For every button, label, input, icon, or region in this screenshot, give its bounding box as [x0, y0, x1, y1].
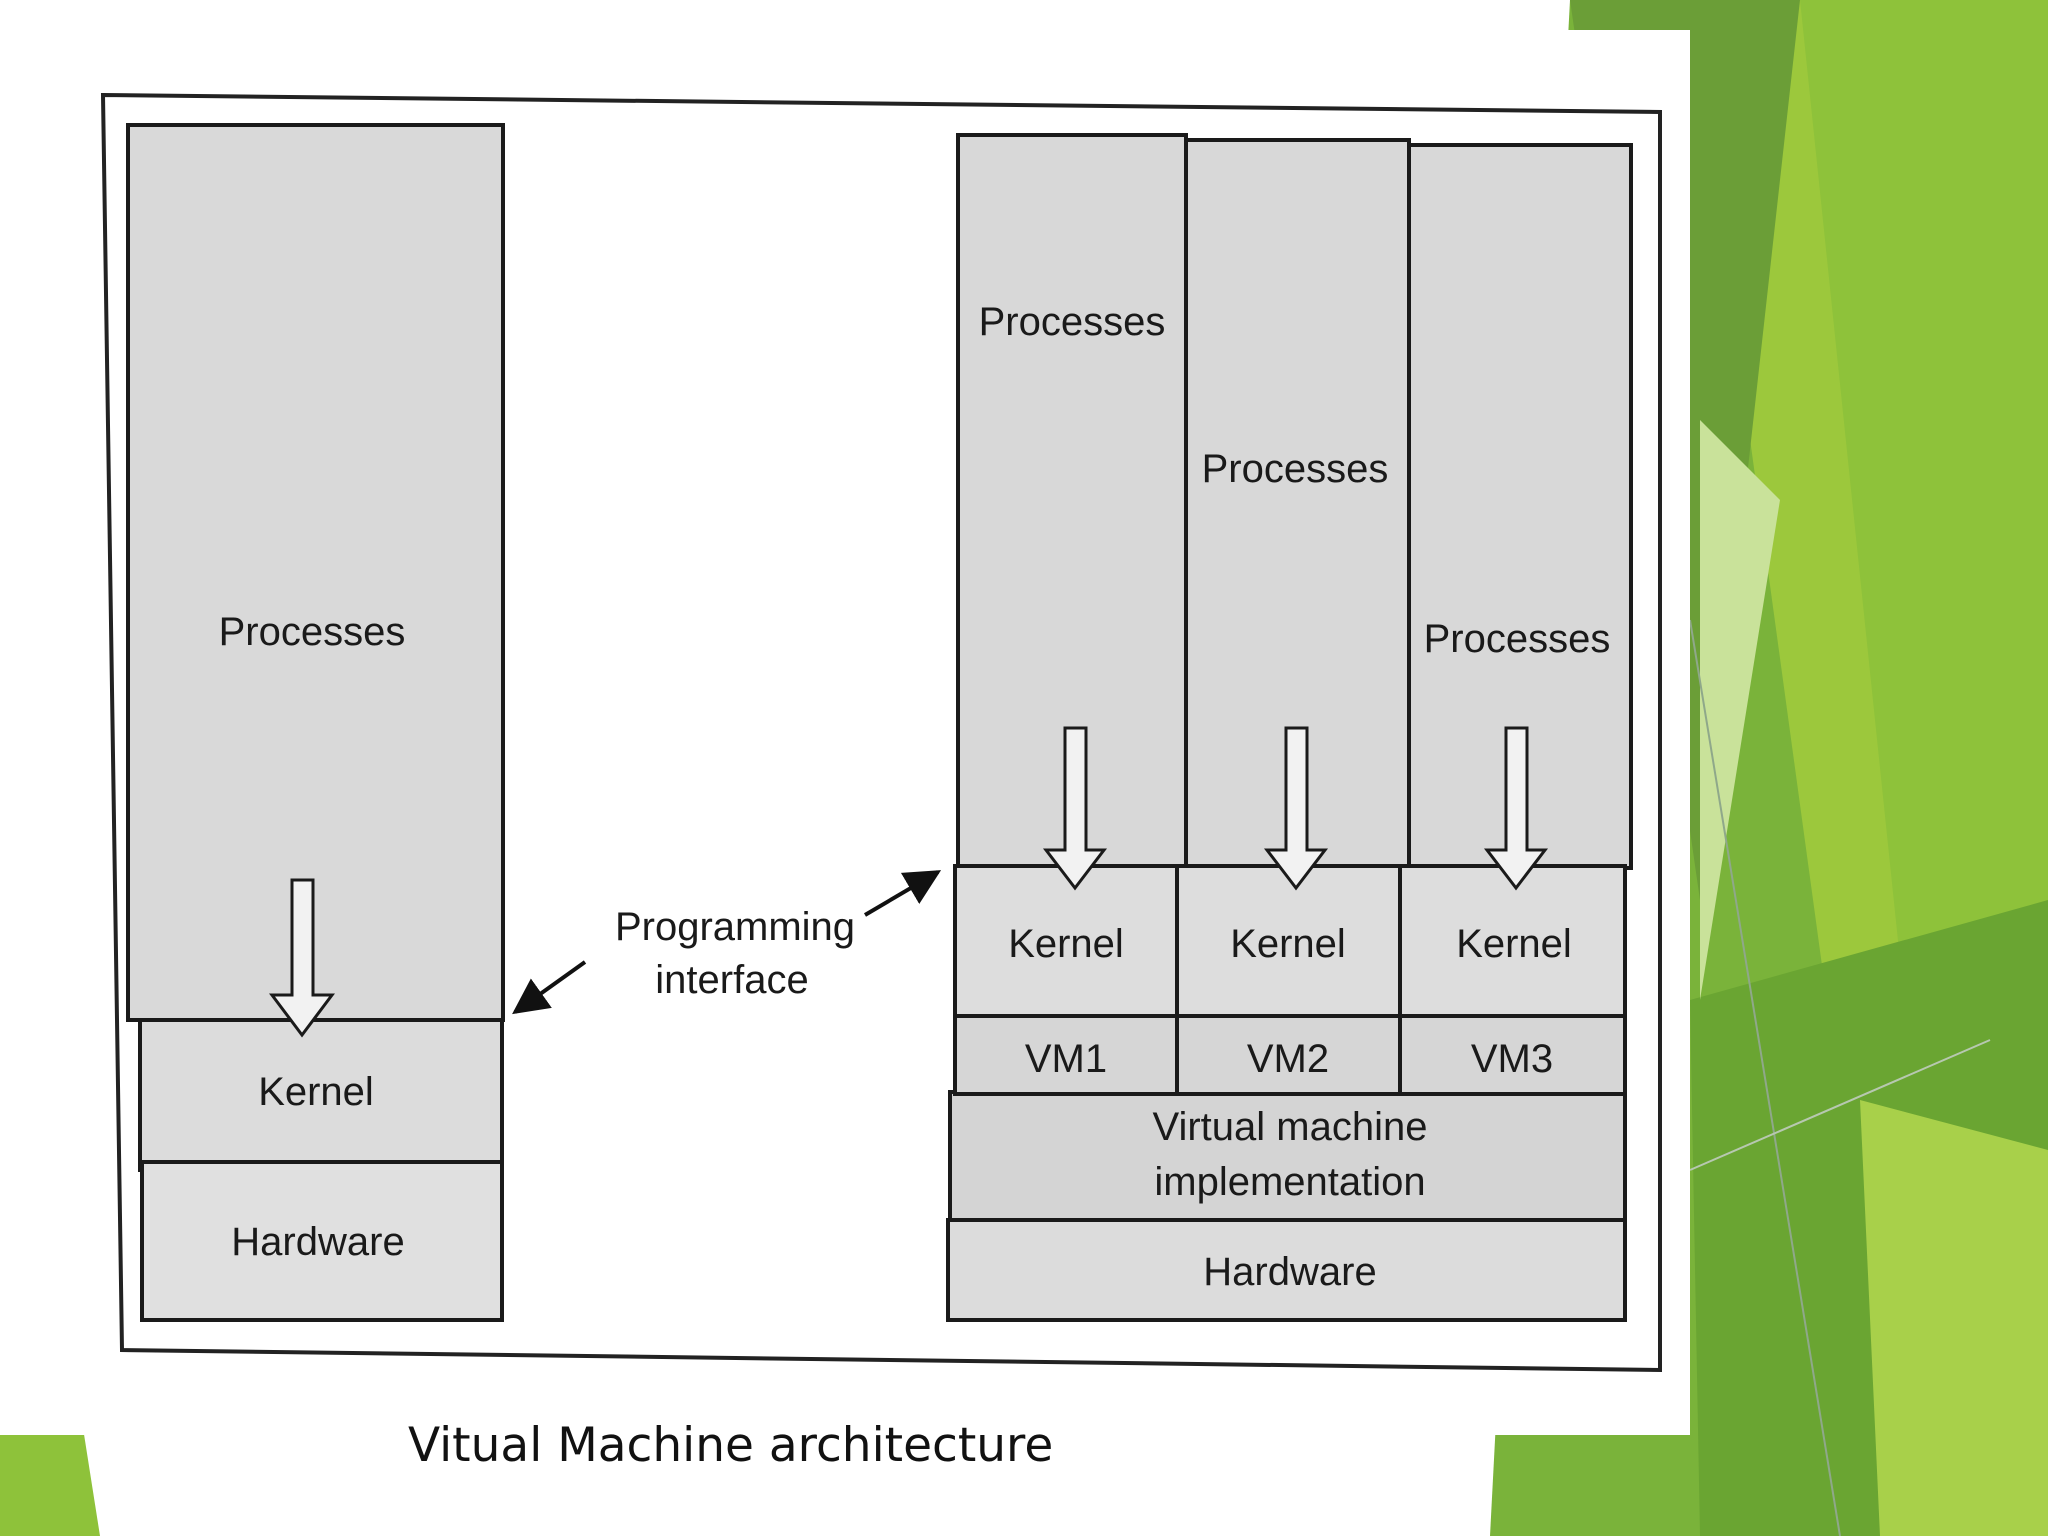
vm1-down-arrow-icon	[1042, 726, 1108, 891]
left-down-arrow-icon	[269, 878, 335, 1038]
vm3-kernel-label: Kernel	[1456, 922, 1572, 966]
left-processes-label: Processes	[219, 610, 406, 654]
vm3-label: VM3	[1471, 1037, 1553, 1081]
programming-interface-label-line2: interface	[655, 958, 808, 1002]
left-hardware-box	[140, 1160, 504, 1322]
vm1-kernel-box	[953, 864, 1179, 1018]
left-hardware-label: Hardware	[231, 1220, 404, 1264]
vm3-down-arrow-icon	[1483, 726, 1549, 891]
vm2-label: VM2	[1247, 1037, 1329, 1081]
vm3-processes-label: Processes	[1424, 617, 1611, 661]
right-stack: Virtual machine implementation Hardware …	[946, 133, 1633, 1322]
right-hardware-label: Hardware	[1203, 1250, 1376, 1294]
left-processes-box	[126, 123, 505, 1022]
vm2-processes-box	[1184, 138, 1411, 870]
vm3-kernel-box	[1398, 864, 1627, 1018]
vm1-label: VM1	[1025, 1037, 1107, 1081]
vmm-box	[948, 1090, 1627, 1224]
right-hardware-box	[946, 1218, 1627, 1322]
slide-caption: Vitual Machine architecture	[408, 1418, 1054, 1473]
programming-interface-annotation: Programming interface	[512, 870, 942, 1015]
vm2-column: Processes Kernel VM2	[1175, 138, 1411, 1096]
vm3-column: Processes Kernel VM3	[1398, 143, 1633, 1096]
vmm-label-line1: Virtual machine	[1153, 1105, 1428, 1149]
vm2-processes-label: Processes	[1202, 447, 1389, 491]
left-stack: Processes Kernel Hardware	[126, 123, 505, 1322]
vm1-processes-label: Processes	[979, 300, 1166, 344]
vm2-kernel-label: Kernel	[1230, 922, 1346, 966]
vm1-kernel-label: Kernel	[1008, 922, 1124, 966]
left-kernel-label: Kernel	[258, 1070, 374, 1114]
vm3-box	[1398, 1014, 1627, 1096]
vm1-column: Processes Kernel VM1	[953, 133, 1188, 1096]
vmm-label-line2: implementation	[1154, 1160, 1425, 1204]
programming-interface-label-line1: Programming	[615, 905, 855, 949]
arrow-to-left-stack	[512, 960, 587, 1015]
vm2-down-arrow-icon	[1263, 726, 1329, 891]
arrow-to-right-stack	[863, 870, 942, 917]
